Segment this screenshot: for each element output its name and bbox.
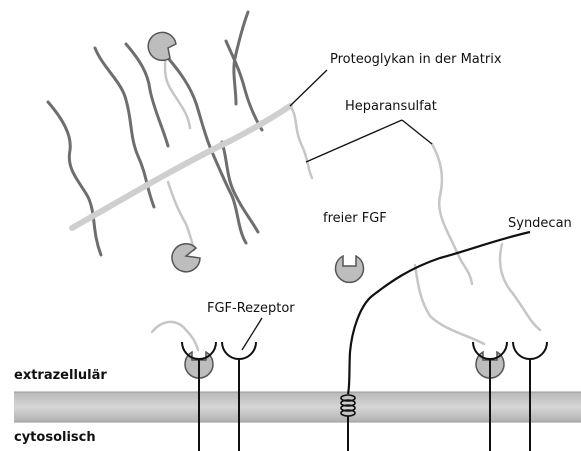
label-heparansulfat: Heparansulfat xyxy=(345,99,437,114)
fgf-bound-lower xyxy=(172,244,200,272)
fgf-bound-top xyxy=(148,32,176,60)
proteoglycan-backbone xyxy=(72,106,290,228)
label-freier-fgf: freier FGF xyxy=(323,211,387,226)
label-cytosolisch: cytosolisch xyxy=(14,430,96,445)
cell-membrane xyxy=(14,392,581,422)
label-syndecan: Syndecan xyxy=(508,216,572,231)
label-proteoglykan: Proteoglykan in der Matrix xyxy=(330,52,502,67)
label-extrazellular: extrazellulär xyxy=(14,368,107,383)
fgf-free xyxy=(336,256,364,282)
label-fgf-rezeptor: FGF-Rezeptor xyxy=(207,301,295,316)
